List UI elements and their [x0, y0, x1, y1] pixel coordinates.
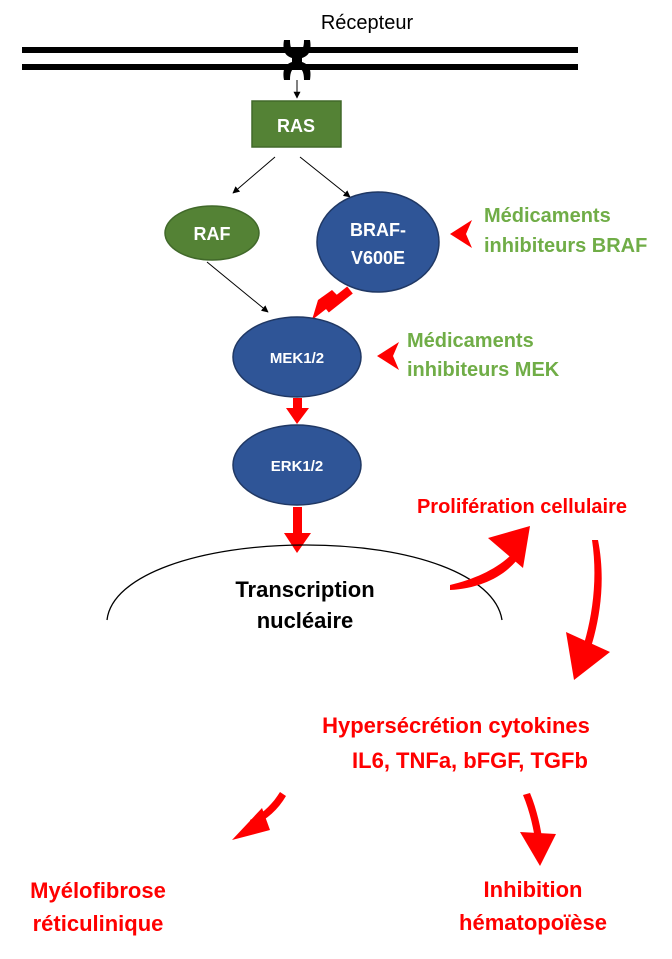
raf-label: RAF: [194, 224, 231, 244]
proliferation-label: Prolifération cellulaire: [417, 496, 627, 518]
erk-label: ERK1/2: [271, 458, 324, 475]
hypersecretion-label-line2: IL6, TNFa, bFGF, TGFb: [352, 748, 588, 773]
myelofibrose-label-line2: réticulinique: [33, 911, 164, 936]
braf-drug-label-line1: Médicaments: [484, 205, 611, 227]
red-arrow-erk-nucleus: [284, 507, 311, 553]
mek-node: [232, 316, 362, 398]
inhibition-label-line2: hématopoïèse: [459, 910, 607, 935]
ras-label: RAS: [277, 116, 315, 136]
braf-label-line2: V600E: [351, 248, 405, 268]
raf-node: [164, 205, 260, 261]
nucleus-label-line1: Transcription: [235, 577, 374, 602]
mek-label: MEK1/2: [270, 350, 324, 367]
receptor-label: Récepteur: [321, 12, 414, 34]
arrow-ras-raf: [232, 156, 276, 194]
braf-v600e-node: [316, 191, 440, 293]
hypersecretion-label-line1: Hypersécrétion cytokines: [322, 713, 590, 738]
curved-arrow-to-inhibition: [520, 793, 556, 866]
red-arrow-braf-mek: [312, 286, 353, 320]
nucleus-label-line2: nucléaire: [257, 608, 354, 633]
myelofibrose-label-line1: Myélofibrose: [30, 878, 166, 903]
braf-drug-label-line2: inhibiteurs BRAF: [484, 235, 647, 257]
receptor-icon: [283, 40, 311, 80]
mek-drug-label-line2: inhibiteurs MEK: [407, 359, 560, 381]
ras-node: [251, 100, 342, 148]
erk-node: [232, 424, 362, 506]
mek-inhibitor-chevron-icon: [377, 342, 399, 370]
arrow-ras-braf: [299, 156, 351, 198]
inhibition-label-line1: Inhibition: [484, 877, 583, 902]
mek-drug-label-line1: Médicaments: [407, 330, 534, 352]
braf-inhibitor-chevron-icon: [450, 220, 472, 248]
curved-arrow-to-hypersecretion: [566, 540, 610, 680]
curved-arrow-to-myelofibrose: [232, 792, 286, 840]
red-arrow-mek-erk: [286, 398, 309, 424]
arrow-raf-mek: [206, 261, 269, 313]
braf-label-line1: BRAF-: [350, 220, 406, 240]
curved-arrow-to-proliferation: [450, 526, 530, 590]
